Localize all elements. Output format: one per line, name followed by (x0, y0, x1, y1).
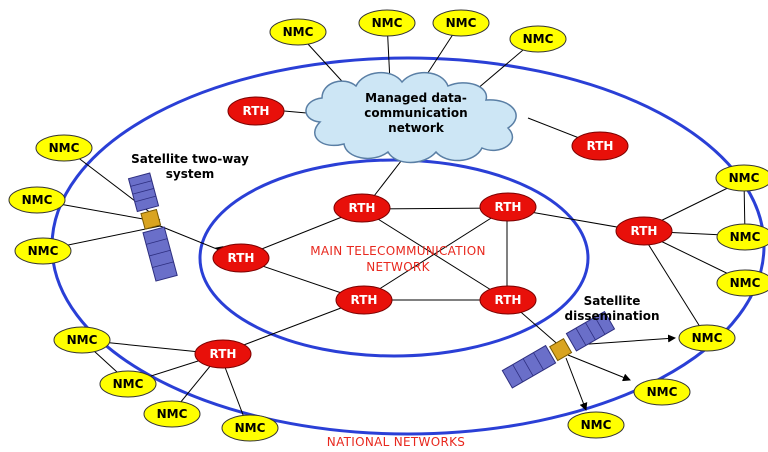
nmc-node: NMC (715, 164, 768, 192)
nmc-node: NMC (99, 370, 157, 398)
main-network-label-line2: NETWORK (366, 260, 430, 274)
rth-label: RTH (349, 201, 376, 215)
nmc-label: NMC (113, 377, 144, 391)
satellite-dissemination-icon (501, 310, 616, 389)
dissemination-arrows (215, 246, 676, 411)
nmc-label: NMC (446, 16, 477, 30)
rth-label: RTH (243, 104, 270, 118)
nmc-label: NMC (647, 385, 678, 399)
nmc-label: NMC (523, 32, 554, 46)
nmc-node: NMC (8, 186, 66, 214)
nmc-label: NMC (235, 421, 266, 435)
nmc-label: NMC (157, 407, 188, 421)
nmc-node: NMC (716, 223, 768, 251)
rth-label: RTH (228, 251, 255, 265)
nmc-node: NMC (509, 25, 567, 53)
national-networks-label: NATIONAL NETWORKS (327, 435, 465, 449)
main-network-label-line1: MAIN TELECOMMUNICATION (310, 244, 485, 258)
rth-node: RTH (479, 192, 537, 222)
rth-node: RTH (194, 339, 252, 369)
rth-node: RTH (333, 193, 391, 223)
nmc-label: NMC (730, 276, 761, 290)
rth-node: RTH (227, 96, 285, 126)
main-network-ring (198, 158, 590, 358)
nmc-node: NMC (143, 400, 201, 428)
satellite-dissemination-label-line1: Satellite (584, 294, 641, 308)
rth-label: RTH (210, 347, 237, 361)
nmc-node: NMC (53, 326, 111, 354)
nmc-label: NMC (283, 25, 314, 39)
rth-node: RTH (212, 243, 270, 273)
rth-label: RTH (495, 293, 522, 307)
nmc-node: NMC (716, 269, 768, 297)
nmc-node: NMC (14, 237, 72, 265)
nmc-node: NMC (269, 18, 327, 46)
nmc-label: NMC (730, 230, 761, 244)
cloud-icon (305, 72, 517, 164)
nmc-nodes: NMC NMC NMC NMC NMC NMC NMC NMC NMC NMC … (8, 9, 768, 442)
satellite-dissemination-label-line2: dissemination (564, 309, 659, 323)
nmc-label: NMC (692, 331, 723, 345)
nmc-node: NMC (432, 9, 490, 37)
rth-label: RTH (495, 200, 522, 214)
rth-node: RTH (571, 131, 629, 161)
nmc-node: NMC (633, 378, 691, 406)
nmc-label: NMC (22, 193, 53, 207)
nmc-label: NMC (372, 16, 403, 30)
nmc-label: NMC (67, 333, 98, 347)
rth-node: RTH (335, 285, 393, 315)
nmc-label: NMC (581, 418, 612, 432)
rth-label: RTH (351, 293, 378, 307)
rth-label: RTH (631, 224, 658, 238)
cloud-label-line1: Managed data- (365, 91, 467, 105)
satellite-two-way-icon (127, 172, 178, 282)
managed-data-communication-network-cloud: Managed data- communication network (305, 72, 517, 164)
satellite-two-way-label-line1: Satellite two-way (131, 152, 249, 166)
nmc-label: NMC (49, 141, 80, 155)
rth-nodes: RTH RTH RTH RTH RTH RTH RTH RTH (194, 96, 673, 369)
rth-node: RTH (479, 285, 537, 315)
rth-label: RTH (587, 139, 614, 153)
nmc-node: NMC (35, 134, 93, 162)
nmc-node: NMC (221, 414, 279, 442)
nmc-label: NMC (729, 171, 760, 185)
nmc-node: NMC (567, 411, 625, 439)
rth-node: RTH (615, 216, 673, 246)
cloud-label-line3: network (388, 121, 445, 135)
satellite-two-way-label-line2: system (166, 167, 215, 181)
cloud-label-line2: communication (364, 106, 467, 120)
nmc-label: NMC (28, 244, 59, 258)
nmc-node: NMC (358, 9, 416, 37)
nmc-node: NMC (678, 324, 736, 352)
